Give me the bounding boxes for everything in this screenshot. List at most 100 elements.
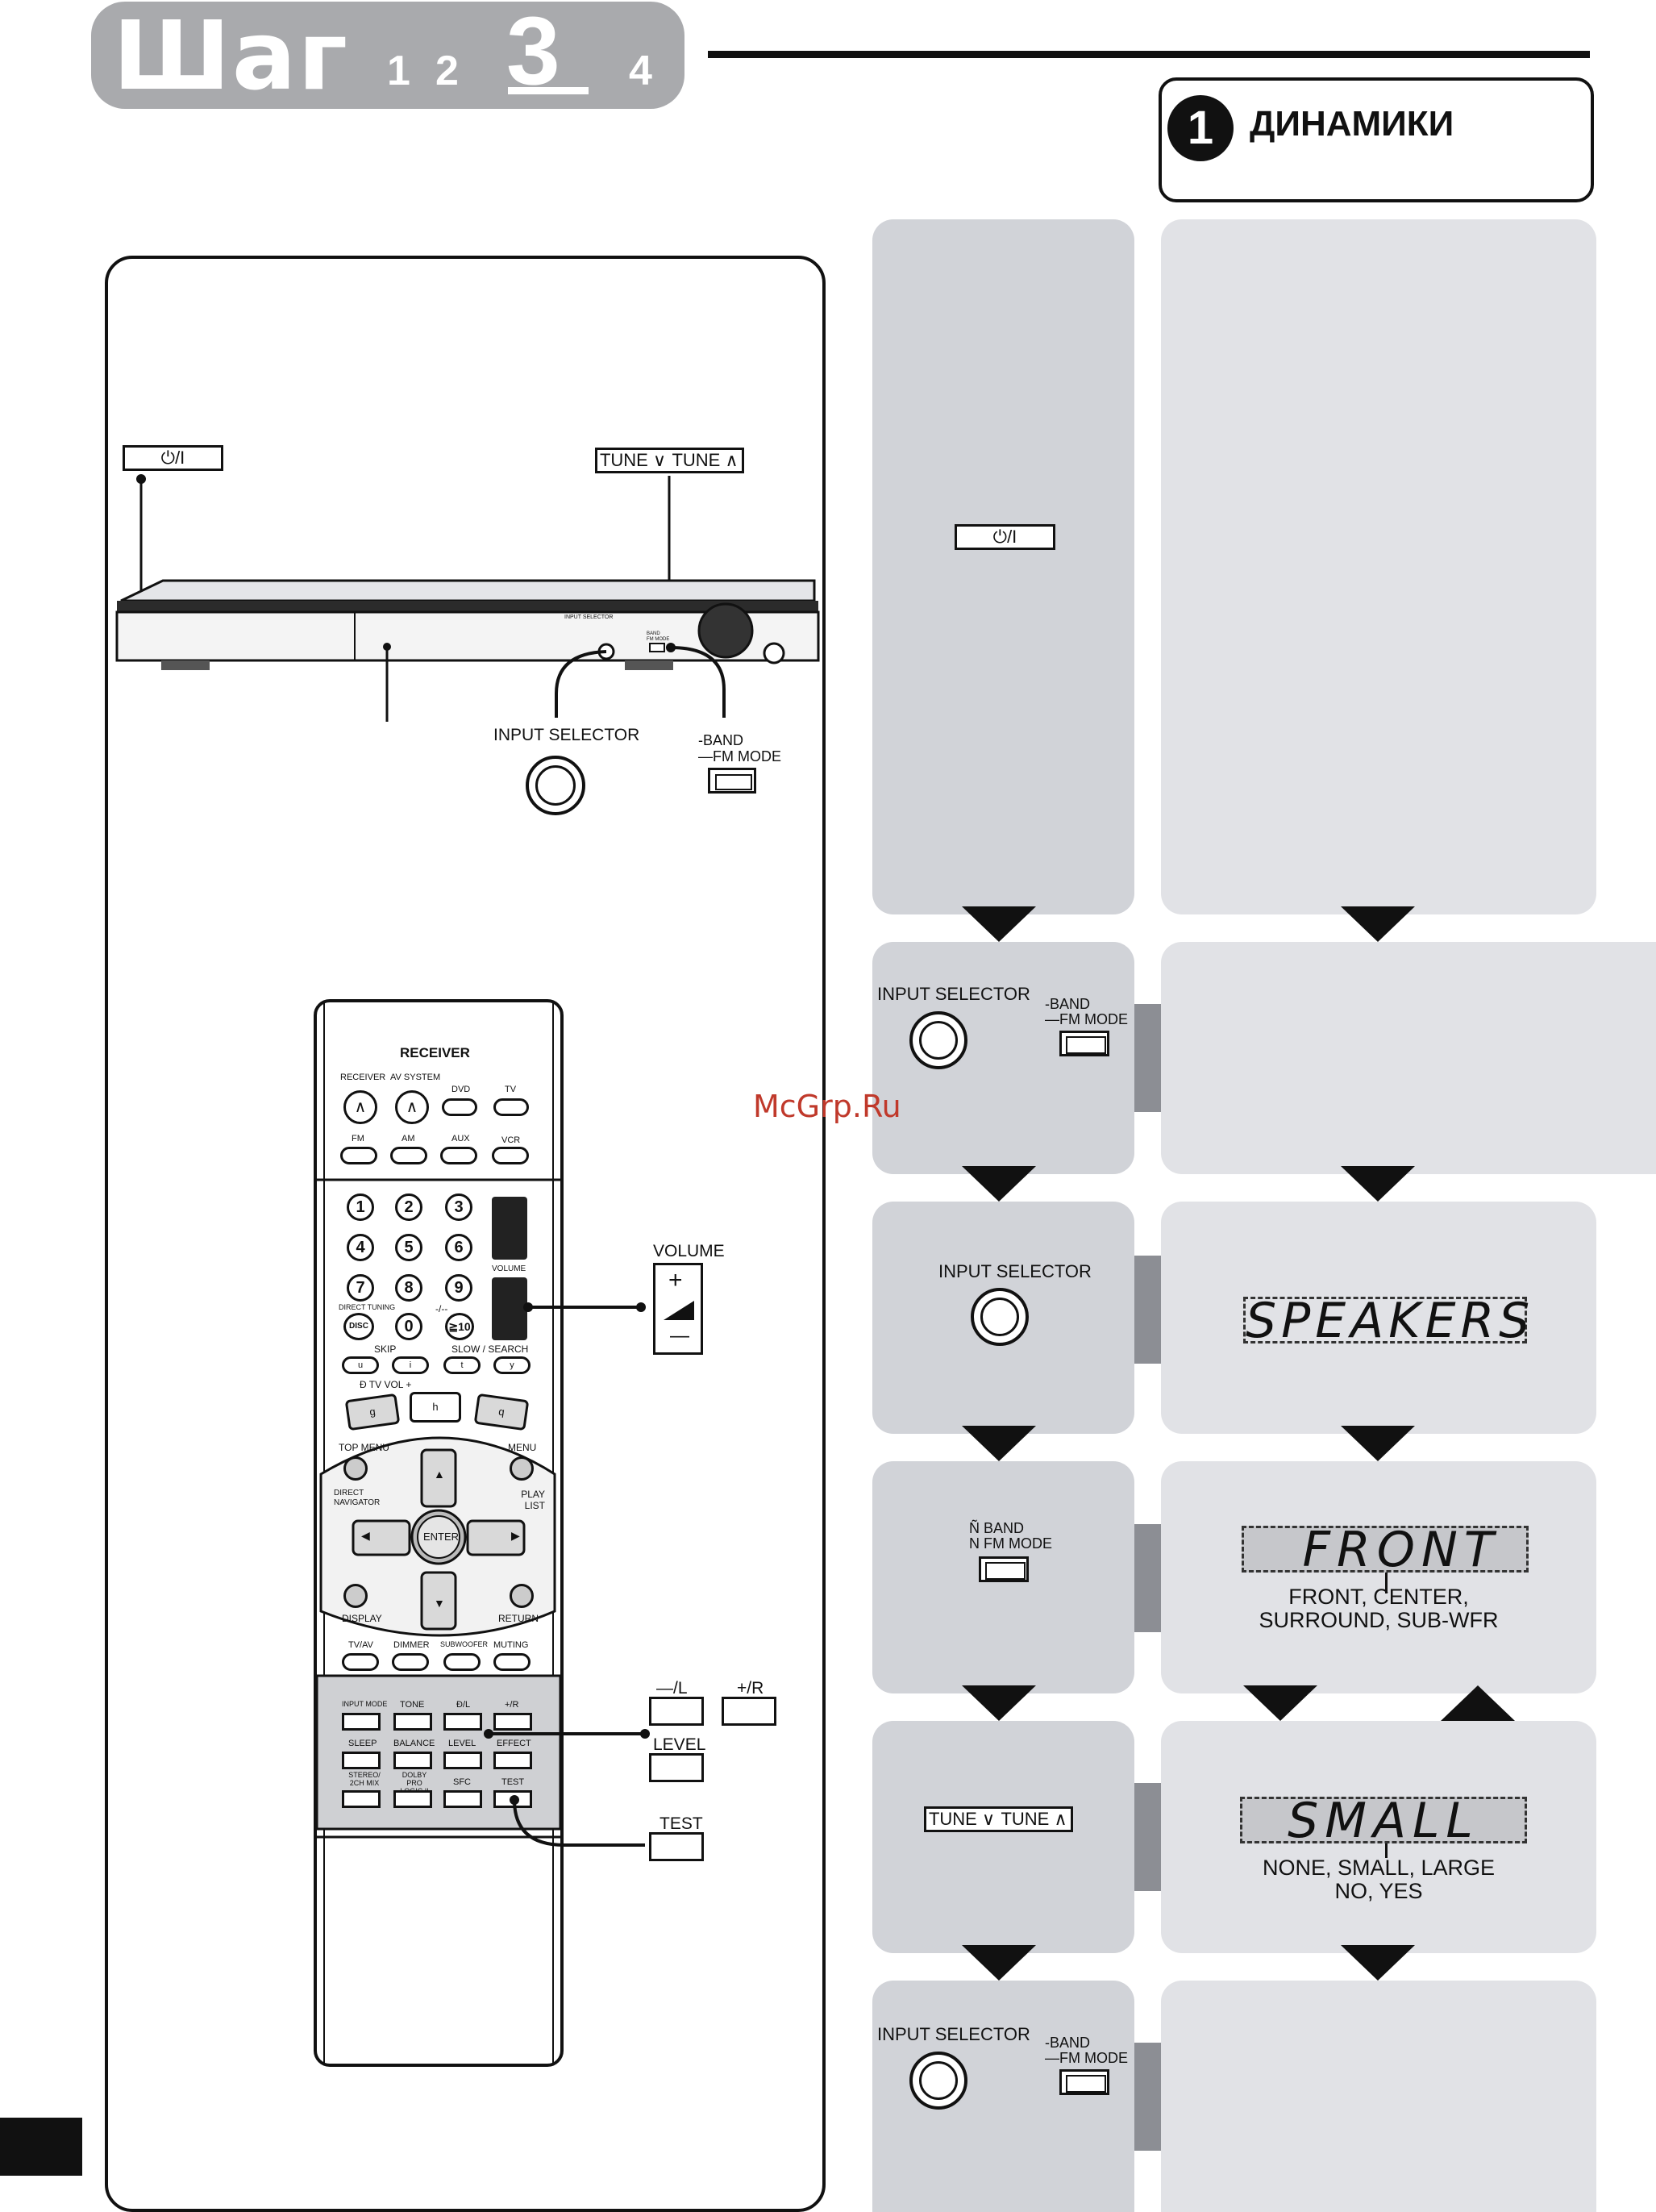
remote-skip-next-button[interactable]: i	[392, 1356, 429, 1374]
remote-search-forward-button[interactable]: y	[493, 1356, 531, 1374]
step-4-right-arrow-down-icon	[1243, 1685, 1317, 1721]
step-3-left-arrow-icon	[962, 1426, 1036, 1461]
input-selector-knob[interactable]	[526, 756, 585, 815]
step-2: 2	[435, 48, 459, 94]
step-4-pointer-line	[1385, 1573, 1388, 1593]
remote-tone-label: TONE	[400, 1700, 425, 1710]
step-6-input-label: INPUT SELECTOR	[877, 2024, 1030, 2044]
remote-digit-3[interactable]: 3	[445, 1193, 472, 1221]
step-2-input-knob[interactable]	[909, 1011, 967, 1069]
remote-receiver-button[interactable]: ∧	[343, 1090, 377, 1124]
remote-dvd-button[interactable]	[442, 1098, 477, 1116]
step-3-input-knob[interactable]	[971, 1288, 1029, 1346]
test-callout-button[interactable]	[649, 1832, 704, 1861]
remote-dvd-label: DVD	[451, 1085, 471, 1094]
remote-right-arrow-icon[interactable]: ▶	[511, 1529, 520, 1542]
remote-digit-2[interactable]: 2	[395, 1193, 422, 1221]
remote-menu-label: MENU	[508, 1442, 537, 1453]
remote-digit-7[interactable]: 7	[347, 1274, 374, 1302]
remote-plus-r-button[interactable]	[493, 1713, 532, 1731]
remote-minus-l-button[interactable]	[443, 1713, 482, 1731]
remote-av-system-button[interactable]: ∧	[395, 1090, 429, 1124]
remote-digit-0[interactable]: 0	[395, 1313, 422, 1340]
remote-left-arrow-icon[interactable]: ◀	[361, 1529, 370, 1542]
watermark: McGrp.Ru	[753, 1089, 901, 1124]
remote-stereo-button[interactable]	[342, 1790, 381, 1808]
remote-disc-button[interactable]: DISC	[343, 1313, 374, 1340]
step-4: 4	[629, 48, 652, 94]
step-3-right-arrow-icon	[1341, 1426, 1415, 1461]
remote-skip-label: SKIP	[374, 1343, 397, 1355]
input-selector-label: INPUT SELECTOR	[493, 726, 640, 744]
remote-digit-6[interactable]: 6	[445, 1234, 472, 1261]
step-1: 1	[387, 48, 410, 94]
remote-vcr-button[interactable]	[492, 1147, 529, 1164]
step-4-options: FRONT, CENTER,SURROUND, SUB-WFR	[1259, 1585, 1499, 1632]
step-5-display: SMALL	[1240, 1797, 1527, 1845]
band-button[interactable]	[708, 768, 756, 794]
tune-up-label: TUNE ∧	[668, 448, 744, 473]
step-4-band-button[interactable]	[979, 1556, 1029, 1582]
remote-display-button[interactable]	[343, 1584, 368, 1608]
remote-effect-button[interactable]	[493, 1752, 532, 1769]
remote-dolby-button[interactable]	[393, 1790, 432, 1808]
remote-ten-button[interactable]: ≧10	[445, 1313, 474, 1340]
remote-dimmer-button[interactable]	[392, 1653, 429, 1671]
remote-receiver-label: RECEIVER	[340, 1073, 386, 1082]
remote-top-menu-label: TOP MENU	[339, 1442, 389, 1453]
level-callout-button[interactable]	[649, 1753, 704, 1782]
remote-skip-prev-button[interactable]: u	[342, 1356, 379, 1374]
remote-level-button[interactable]	[443, 1752, 482, 1769]
step-6-input-knob[interactable]	[909, 2052, 967, 2110]
remote-digit-1[interactable]: 1	[347, 1193, 374, 1221]
remote-sleep-button[interactable]	[342, 1752, 381, 1769]
remote-dash-label: -/--	[435, 1303, 448, 1314]
step-2-band-button[interactable]	[1059, 1031, 1109, 1056]
remote-input-mode-button[interactable]	[342, 1713, 381, 1731]
step-6-band-button[interactable]	[1059, 2069, 1109, 2095]
remote-digit-5[interactable]: 5	[395, 1234, 422, 1261]
power-label: ⏻/I	[123, 445, 223, 471]
step-1-power-button[interactable]: ⏻/I	[955, 524, 1055, 550]
remote-up-arrow-icon[interactable]: ▲	[434, 1468, 445, 1481]
plus-r-callout-button[interactable]	[722, 1697, 776, 1726]
volume-control[interactable]: + —	[653, 1263, 703, 1355]
remote-tv-label: TV	[505, 1085, 517, 1094]
remote-tv-button[interactable]	[493, 1098, 529, 1116]
remote-menu-button[interactable]	[510, 1456, 534, 1481]
remote-digit-4[interactable]: 4	[347, 1234, 374, 1261]
step-6-connector	[1134, 2043, 1161, 2151]
remote-muting-label: MUTING	[493, 1640, 529, 1650]
remote-subwoofer-button[interactable]	[443, 1653, 481, 1671]
remote-sfc-label: SFC	[453, 1777, 471, 1787]
remote-balance-button[interactable]	[393, 1752, 432, 1769]
remote-digit-8[interactable]: 8	[395, 1274, 422, 1302]
step-2-input-label: INPUT SELECTOR	[877, 984, 1030, 1004]
step-4-right-arrow-up-icon	[1441, 1685, 1515, 1721]
remote-top-menu-button[interactable]	[343, 1456, 368, 1481]
remote-play-button[interactable]: h	[410, 1392, 461, 1423]
section-title: ДИНАМИКИ	[1250, 104, 1454, 144]
volume-callout-label: VOLUME	[653, 1242, 725, 1260]
remote-balance-label: BALANCE	[393, 1739, 435, 1748]
remote-aux-button[interactable]	[440, 1147, 477, 1164]
step-5-tune-up[interactable]: TUNE ∧	[997, 1806, 1073, 1832]
remote-sfc-button[interactable]	[443, 1790, 482, 1808]
tune-down-label: TUNE ∨	[595, 448, 671, 473]
remote-am-button[interactable]	[390, 1147, 427, 1164]
remote-fm-button[interactable]	[340, 1147, 377, 1164]
remote-tone-button[interactable]	[393, 1713, 432, 1731]
remote-return-button[interactable]	[510, 1584, 534, 1608]
remote-muting-button[interactable]	[493, 1653, 531, 1671]
remote-enter-button[interactable]: ENTER	[423, 1531, 460, 1543]
remote-plus-r-label: +/R	[505, 1700, 519, 1710]
remote-digit-9[interactable]: 9	[445, 1274, 472, 1302]
remote-tvav-button[interactable]	[342, 1653, 379, 1671]
minus-l-callout-button[interactable]	[649, 1697, 704, 1726]
remote-tv-vol-label: Đ TV VOL +	[360, 1379, 412, 1390]
step-4-display: FRONT	[1242, 1526, 1529, 1574]
step-5-tune-down[interactable]: TUNE ∨	[924, 1806, 1000, 1832]
remote-search-back-button[interactable]: t	[443, 1356, 481, 1374]
remote-down-arrow-icon[interactable]: ▼	[434, 1597, 445, 1610]
